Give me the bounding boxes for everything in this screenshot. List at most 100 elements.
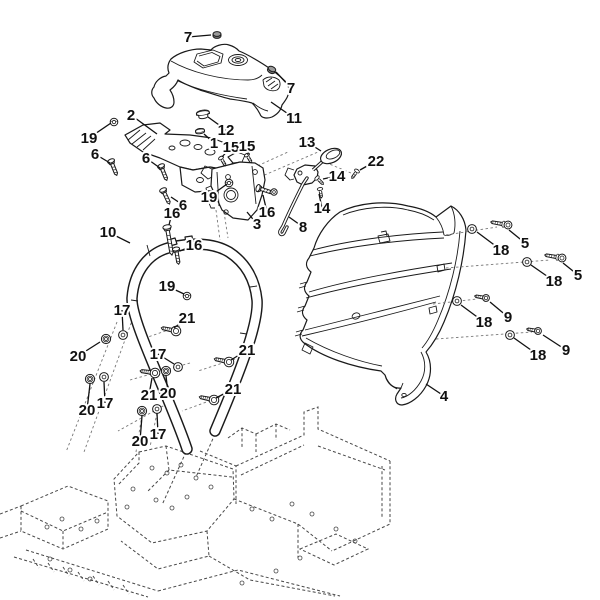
callout-3[interactable]: 3 (246, 211, 263, 235)
part-number-label[interactable]: 20 (158, 383, 179, 404)
callout-9[interactable]: 9 (542, 334, 572, 361)
leader-line (246, 211, 258, 225)
part-number-label[interactable]: 9 (560, 340, 572, 361)
callout-20[interactable]: 20 (130, 415, 151, 452)
callout-18[interactable]: 18 (513, 337, 549, 366)
part-number-label[interactable]: 22 (366, 151, 387, 172)
part-number-label[interactable]: 18 (474, 312, 495, 333)
part-number-label[interactable]: 17 (148, 424, 169, 445)
part-number-label[interactable]: 20 (77, 400, 98, 421)
part-number-label[interactable]: 3 (251, 214, 263, 235)
part-number-label[interactable]: 16 (257, 202, 278, 223)
part-number-label[interactable]: 6 (89, 144, 101, 165)
callout-19[interactable]: 19 (199, 183, 228, 208)
callout-18[interactable]: 18 (530, 264, 565, 292)
part-number-label[interactable]: 18 (544, 271, 565, 292)
callout-7[interactable]: 7 (275, 71, 297, 99)
callout-10[interactable]: 10 (98, 222, 131, 244)
part-number-label[interactable]: 16 (162, 203, 183, 224)
part-number-label[interactable]: 17 (95, 393, 116, 414)
part-number-label[interactable]: 14 (327, 166, 348, 187)
callout-5[interactable]: 5 (562, 262, 584, 286)
callout-17[interactable]: 17 (148, 344, 175, 365)
part-number-label[interactable]: 11 (284, 108, 304, 129)
callout-11[interactable]: 11 (270, 101, 304, 129)
callout-16[interactable]: 16 (257, 194, 278, 223)
part-number-label[interactable]: 1 (208, 133, 220, 154)
callout-17[interactable]: 17 (95, 381, 116, 414)
part-number-label[interactable]: 21 (139, 385, 160, 406)
part-number-label[interactable]: 16 (184, 235, 205, 256)
part-number-label[interactable]: 12 (216, 120, 237, 141)
callout-6[interactable]: 6 (89, 144, 111, 165)
callout-18[interactable]: 18 (476, 231, 512, 261)
callout-20[interactable]: 20 (68, 341, 101, 367)
part-number-label[interactable]: 18 (528, 345, 549, 366)
part-number-label[interactable]: 2 (125, 105, 137, 126)
part-number-label[interactable]: 6 (177, 195, 189, 216)
callout-22[interactable]: 22 (359, 151, 387, 172)
part-number-label[interactable]: 4 (438, 386, 451, 407)
part-number-label[interactable]: 14 (312, 198, 333, 219)
callout-21[interactable]: 21 (215, 379, 244, 400)
callout-7[interactable]: 7 (182, 27, 212, 48)
callout-13[interactable]: 13 (297, 132, 322, 153)
callout-8[interactable]: 8 (288, 216, 309, 238)
part-number-label[interactable]: 15 (237, 136, 258, 157)
callout-6[interactable]: 6 (170, 195, 189, 216)
callout-20[interactable]: 20 (77, 383, 98, 421)
callout-9[interactable]: 9 (489, 301, 514, 328)
part-number-label[interactable]: 19 (199, 187, 220, 208)
part-number-label[interactable]: 10 (98, 222, 119, 243)
part-number-label[interactable]: 21 (223, 379, 244, 400)
part-number-label[interactable]: 17 (112, 300, 133, 321)
part-number-label[interactable]: 21 (177, 308, 198, 329)
leader-line (121, 309, 124, 331)
part-number-label[interactable]: 20 (130, 431, 151, 452)
part-number-label[interactable]: 7 (182, 27, 194, 48)
callout-21[interactable]: 21 (173, 308, 198, 329)
leader-line (306, 141, 322, 152)
part-number-label[interactable]: 17 (148, 344, 169, 365)
callout-15[interactable]: 15 (237, 136, 258, 157)
callout-17[interactable]: 17 (148, 412, 169, 445)
callout-4[interactable]: 4 (425, 383, 451, 407)
leader-line (318, 193, 323, 209)
part-number-label[interactable]: 21 (237, 340, 258, 361)
leader-line (207, 116, 227, 131)
callout-18[interactable]: 18 (460, 304, 495, 333)
part-number-label[interactable]: 19 (157, 276, 178, 297)
part-number-label[interactable]: 15 (221, 137, 242, 158)
callout-17[interactable]: 17 (112, 300, 133, 331)
callout-19[interactable]: 19 (157, 276, 185, 297)
callout-6[interactable]: 6 (140, 148, 161, 169)
callout-15[interactable]: 15 (221, 137, 242, 158)
part-number-label[interactable]: 19 (79, 128, 100, 149)
part-number-label[interactable]: 9 (502, 307, 514, 328)
callout-19[interactable]: 19 (79, 122, 112, 149)
callout-16[interactable]: 16 (162, 203, 183, 226)
callout-21[interactable]: 21 (230, 340, 258, 361)
leader-line (425, 383, 445, 397)
callout-21[interactable]: 21 (139, 377, 160, 406)
part-number-label[interactable]: 5 (519, 233, 531, 254)
flange-nut-icon (136, 405, 148, 417)
callout-5[interactable]: 5 (508, 229, 531, 254)
callout-14[interactable]: 14 (312, 193, 333, 219)
part-number-label[interactable]: 18 (491, 240, 512, 261)
part-number-label[interactable]: 13 (297, 132, 318, 153)
callout-16[interactable]: 16 (179, 235, 205, 256)
callout-20[interactable]: 20 (158, 375, 179, 404)
part-number-label[interactable]: 6 (140, 148, 152, 169)
handlebar-part (126, 235, 263, 455)
callout-2[interactable]: 2 (125, 105, 158, 135)
part-number-label[interactable]: 8 (297, 217, 309, 238)
callout-12[interactable]: 12 (207, 116, 237, 141)
washer-icon (173, 362, 183, 372)
part-number-label[interactable]: 20 (68, 346, 89, 367)
part-number-label[interactable]: 5 (572, 265, 584, 286)
flange-nut-icon (100, 333, 112, 345)
part-number-label[interactable]: 7 (285, 78, 297, 99)
callout-14[interactable]: 14 (322, 166, 348, 187)
callout-1[interactable]: 1 (203, 133, 220, 154)
